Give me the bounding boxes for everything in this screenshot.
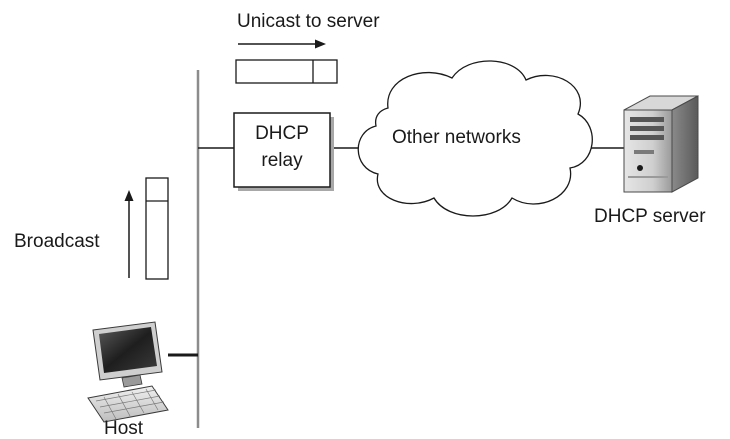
host-label: Host xyxy=(104,418,144,439)
unicast-arrow xyxy=(238,39,326,49)
relay-label-line2: relay xyxy=(261,150,303,171)
tower-server-icon xyxy=(623,95,699,193)
broadcast-label: Broadcast xyxy=(14,231,100,252)
broadcast-packet xyxy=(145,177,169,280)
dhcp-relay-box xyxy=(233,112,334,191)
cloud-icon xyxy=(357,60,593,217)
broadcast-arrow xyxy=(124,190,134,278)
relay-label-line1: DHCP xyxy=(255,123,309,144)
unicast-packet xyxy=(235,59,338,84)
other-networks-label: Other networks xyxy=(392,127,521,148)
desktop-computer-icon xyxy=(87,321,169,423)
unicast-label: Unicast to server xyxy=(237,11,380,32)
dhcp-server-label: DHCP server xyxy=(594,206,706,227)
